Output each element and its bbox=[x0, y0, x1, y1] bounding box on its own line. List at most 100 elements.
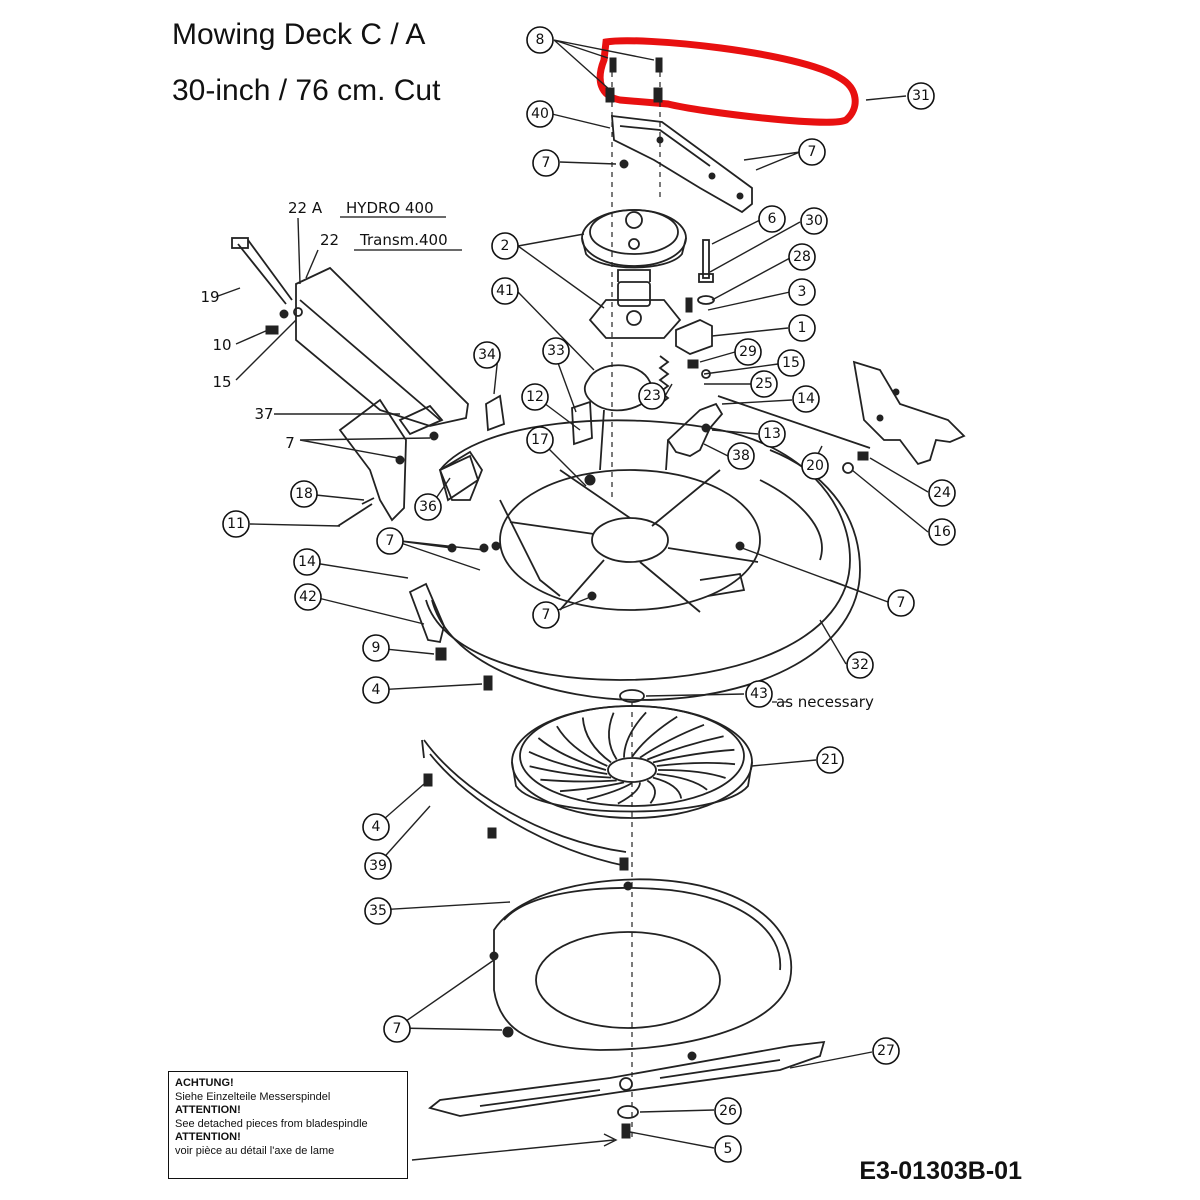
fan-blade bbox=[656, 773, 708, 791]
fan-blade bbox=[581, 717, 612, 764]
hinge-plate[interactable] bbox=[398, 404, 444, 436]
bladespindle-note-box: ACHTUNG! Siehe Einzelteile Messerspindel… bbox=[168, 1071, 408, 1179]
callout-38[interactable]: 38 bbox=[727, 442, 755, 470]
screw-4-deck[interactable] bbox=[483, 675, 493, 691]
diagram-subtitle: 30-inch / 76 cm. Cut bbox=[172, 74, 441, 107]
callout-7[interactable]: 7 bbox=[376, 527, 404, 555]
callout-35[interactable]: 35 bbox=[364, 897, 392, 925]
callout-20[interactable]: 20 bbox=[801, 452, 829, 480]
callout-24[interactable]: 24 bbox=[928, 479, 956, 507]
nut-7-housing-right[interactable] bbox=[687, 1051, 697, 1061]
callout-39[interactable]: 39 bbox=[364, 852, 392, 880]
callout-7[interactable]: 7 bbox=[532, 601, 560, 629]
nut-7-housing-bottom[interactable] bbox=[502, 1026, 514, 1038]
callout-1[interactable]: 1 bbox=[788, 314, 816, 342]
drive-belt-highlight[interactable] bbox=[596, 37, 859, 126]
callout-3[interactable]: 3 bbox=[788, 278, 816, 306]
callout-36[interactable]: 36 bbox=[414, 493, 442, 521]
blade-bolt[interactable] bbox=[621, 1123, 631, 1139]
callout-7[interactable]: 7 bbox=[887, 589, 915, 617]
callout-34[interactable]: 34 bbox=[473, 341, 501, 369]
blade-pulley[interactable] bbox=[581, 209, 687, 269]
idler-bracket[interactable] bbox=[611, 114, 753, 214]
callout-14[interactable]: 14 bbox=[792, 385, 820, 413]
bolt-set-8[interactable] bbox=[605, 57, 663, 103]
support-bracket-33[interactable] bbox=[571, 400, 593, 446]
callout-30[interactable]: 30 bbox=[800, 207, 828, 235]
mower-deck[interactable] bbox=[425, 409, 861, 701]
screw-4-baffle[interactable] bbox=[423, 773, 433, 787]
callout-40[interactable]: 40 bbox=[526, 100, 554, 128]
callout-8[interactable]: 8 bbox=[526, 26, 554, 54]
callout-9[interactable]: 9 bbox=[362, 634, 390, 662]
callout-7[interactable]: 7 bbox=[383, 1015, 411, 1043]
callout-42[interactable]: 42 bbox=[294, 583, 322, 611]
baffle-strip[interactable] bbox=[421, 739, 627, 867]
fan-blade bbox=[556, 725, 608, 767]
callout-26[interactable]: 26 bbox=[714, 1097, 742, 1125]
chute-rod[interactable] bbox=[231, 237, 303, 335]
nut-7-housing-left[interactable] bbox=[489, 951, 499, 961]
part-label-7[interactable]: 7 bbox=[285, 434, 295, 452]
callout-33[interactable]: 33 bbox=[542, 337, 570, 365]
spindle-housing[interactable] bbox=[588, 269, 682, 339]
svg-text:15: 15 bbox=[782, 355, 800, 371]
callout-23[interactable]: 23 bbox=[638, 382, 666, 410]
svg-text:41: 41 bbox=[496, 283, 514, 299]
engagement-rod[interactable] bbox=[717, 360, 966, 474]
side-bracket[interactable] bbox=[408, 582, 445, 644]
svg-text:4: 4 bbox=[372, 819, 381, 835]
callout-28[interactable]: 28 bbox=[788, 243, 816, 271]
callout-13[interactable]: 13 bbox=[758, 420, 786, 448]
nut-7-housing-top[interactable] bbox=[623, 881, 633, 891]
spring-clip-18[interactable] bbox=[361, 497, 375, 505]
callout-27[interactable]: 27 bbox=[872, 1037, 900, 1065]
callout-32[interactable]: 32 bbox=[846, 651, 874, 679]
callout-4[interactable]: 4 bbox=[362, 813, 390, 841]
nut-7-hinge[interactable] bbox=[429, 431, 439, 441]
callout-16[interactable]: 16 bbox=[928, 518, 956, 546]
support-bracket-34[interactable] bbox=[485, 394, 505, 432]
blade-housing[interactable] bbox=[493, 878, 793, 1051]
callout-43[interactable]: 43 bbox=[745, 680, 773, 708]
callout-12[interactable]: 12 bbox=[521, 383, 549, 411]
callout-6[interactable]: 6 bbox=[758, 205, 786, 233]
callout-11[interactable]: 11 bbox=[222, 510, 250, 538]
callout-18[interactable]: 18 bbox=[290, 480, 318, 508]
discharge-chute[interactable] bbox=[295, 266, 469, 522]
screw-baffle-end[interactable] bbox=[487, 827, 497, 839]
blade-washer[interactable] bbox=[617, 1105, 639, 1119]
bolt-9[interactable] bbox=[435, 647, 447, 661]
fan-blade bbox=[537, 737, 607, 771]
callout-17[interactable]: 17 bbox=[526, 426, 554, 454]
callout-15[interactable]: 15 bbox=[777, 349, 805, 377]
callout-41[interactable]: 41 bbox=[491, 277, 519, 305]
mower-blade[interactable] bbox=[428, 1040, 826, 1117]
svg-text:26: 26 bbox=[719, 1103, 737, 1119]
part-label-15[interactable]: 15 bbox=[212, 373, 231, 391]
svg-text:34: 34 bbox=[478, 347, 496, 363]
chute-bracket[interactable] bbox=[438, 454, 480, 502]
svg-text:36: 36 bbox=[419, 499, 437, 515]
part-label-19[interactable]: 19 bbox=[200, 288, 219, 306]
callout-31[interactable]: 31 bbox=[907, 82, 935, 110]
callout-25[interactable]: 25 bbox=[750, 370, 778, 398]
callout-7[interactable]: 7 bbox=[532, 149, 560, 177]
nut-7-top[interactable] bbox=[619, 159, 629, 169]
callout-5[interactable]: 5 bbox=[714, 1135, 742, 1163]
cooling-fan[interactable] bbox=[511, 705, 753, 819]
callout-14[interactable]: 14 bbox=[293, 548, 321, 576]
callout-7[interactable]: 7 bbox=[798, 138, 826, 166]
callout-4[interactable]: 4 bbox=[362, 676, 390, 704]
idler-arm-hardware[interactable] bbox=[675, 239, 715, 379]
callout-21[interactable]: 21 bbox=[816, 746, 844, 774]
callout-29[interactable]: 29 bbox=[734, 338, 762, 366]
svg-text:23: 23 bbox=[643, 388, 661, 404]
part-label-37[interactable]: 37 bbox=[254, 405, 273, 423]
note-en-text: See detached pieces from bladespindle bbox=[175, 1117, 368, 1130]
hinge-pin[interactable] bbox=[337, 503, 373, 527]
screw-baffle-center[interactable] bbox=[619, 857, 629, 871]
callout-2[interactable]: 2 bbox=[491, 232, 519, 260]
part-label-10[interactable]: 10 bbox=[212, 336, 231, 354]
